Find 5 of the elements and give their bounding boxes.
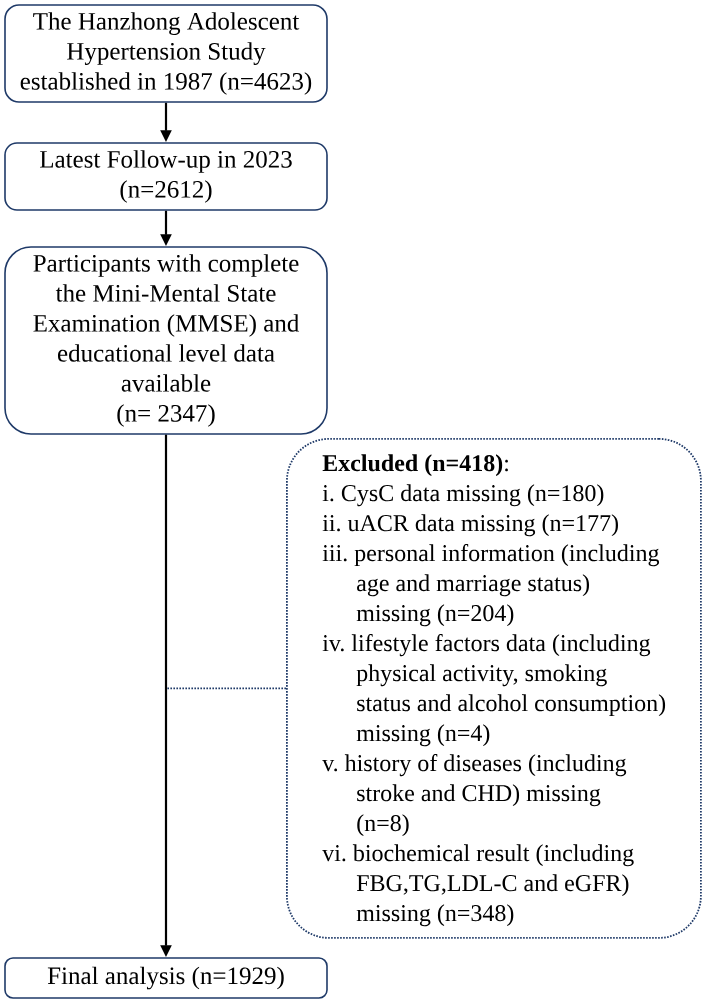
- exclusion-box: Excluded (n=418): i. CysC data missing (n=180) ii. uACR data missing (n=177) iii. personal information (including age and marriage status) missing (n=204) iv. lifestyle factors data (including physical activity, smoking status and alcohol consumption) missing (n=4) v. history of diseases (including stroke and CHD) missing (n=8) vi. biochemical result (including FBG,TG,LDL-C and eGFR) missing (n=348): [286, 438, 702, 939]
- flow-box: Final analysis (n=1929): [4, 957, 328, 999]
- flow-box: Participants with complete the Mini-Mental State Examination (MMSE) and educational level data available (n= 2347): [4, 246, 328, 435]
- flow-box: The Hanzhong Adolescent Hypertension Study established in 1987 (n=4623): [4, 4, 328, 103]
- flow-box: Latest Follow-up in 2023 (n=2612): [4, 142, 328, 211]
